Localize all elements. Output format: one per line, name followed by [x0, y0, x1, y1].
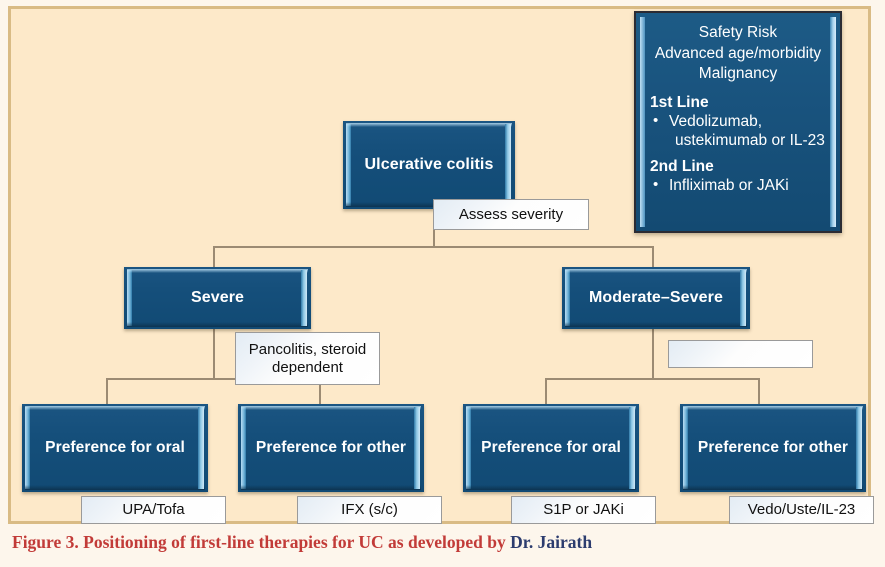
node-highlight-top — [25, 406, 205, 410]
connector-severe-down — [213, 327, 215, 379]
node-shadow-bottom — [25, 485, 205, 490]
label-vedo-uste-il23: Vedo/Uste/IL-23 — [729, 496, 874, 524]
node-shadow-bottom — [346, 202, 512, 207]
node-shadow-bottom — [466, 485, 636, 490]
connector-moderate-down — [652, 327, 654, 379]
node-label: Preference for oral — [45, 439, 185, 456]
node-highlight-top — [346, 123, 512, 127]
legend-list-item: • Vedolizumab, ustekimumab or IL-23 — [650, 111, 826, 151]
legend-safety-risk-box: Safety Risk Advanced age/morbidity Malig… — [634, 11, 842, 233]
label-moderate-blank — [668, 340, 813, 368]
label-pancolitis: Pancolitis, steroid dependent — [235, 332, 380, 385]
connector-moderate-left — [545, 378, 547, 404]
label-text: Pancolitis, steroid dependent — [248, 340, 367, 376]
legend-first-line-list: • Vedolizumab, ustekimumab or IL-23 — [650, 111, 826, 151]
legend-content: Safety Risk Advanced age/morbidity Malig… — [636, 13, 840, 196]
node-severe[interactable]: Severe — [124, 267, 311, 329]
node-label: Preference for other — [697, 439, 849, 456]
label-ifx-sc: IFX (s/c) — [297, 496, 442, 524]
bullet-icon: • — [653, 111, 659, 129]
node-label: Moderate–Severe — [588, 289, 723, 306]
node-highlight-top — [241, 406, 421, 410]
node-ulcerative-colitis[interactable]: Ulcerative colitis — [343, 121, 515, 209]
label-upa-tofa: UPA/Tofa — [81, 496, 226, 524]
legend-second-line-heading: 2nd Line — [650, 157, 714, 175]
label-text: UPA/Tofa — [122, 501, 185, 519]
connector-level1-bar — [213, 246, 654, 248]
node-severe-preference-oral[interactable]: Preference for oral — [22, 404, 208, 492]
node-label: Ulcerative colitis — [364, 156, 494, 173]
node-shadow-bottom — [241, 485, 421, 490]
legend-title: Safety Risk Advanced age/morbidity Malig… — [650, 23, 826, 85]
node-moderate-severe[interactable]: Moderate–Severe — [562, 267, 750, 329]
figure-caption-main: Figure 3. Positioning of first-line ther… — [12, 532, 511, 552]
connector-severe-bar — [106, 378, 321, 380]
node-highlight-top — [466, 406, 636, 410]
node-shadow-bottom — [565, 322, 747, 327]
node-highlight-top — [683, 406, 863, 410]
legend-item-text-cont: ustekimumab or IL-23 — [675, 131, 825, 149]
legend-first-line-heading: 1st Line — [650, 93, 709, 111]
connector-moderate-right — [758, 378, 760, 404]
label-s1p-or-jaki: S1P or JAKi — [511, 496, 656, 524]
node-severe-preference-other[interactable]: Preference for other — [238, 404, 424, 492]
legend-title-line2: Advanced age/morbidity — [654, 44, 822, 62]
connector-severe-left — [106, 378, 108, 404]
node-shadow-bottom — [683, 485, 863, 490]
connector-to-severe — [213, 246, 215, 267]
connector-moderate-bar — [545, 378, 760, 380]
label-text: Assess severity — [458, 205, 564, 223]
node-moderate-preference-other[interactable]: Preference for other — [680, 404, 866, 492]
figure-caption: Figure 3. Positioning of first-line ther… — [12, 532, 872, 553]
node-label: Severe — [190, 289, 245, 306]
bullet-icon: • — [653, 175, 659, 193]
connector-to-moderate — [652, 246, 654, 267]
label-text: IFX (s/c) — [341, 501, 398, 519]
legend-list-item: • Infliximab or JAKi — [650, 175, 826, 196]
legend-item-text: Vedolizumab, — [669, 112, 763, 130]
label-assess-severity: Assess severity — [433, 199, 589, 230]
label-text: Vedo/Uste/IL-23 — [747, 501, 856, 519]
node-label: Preference for other — [255, 439, 407, 456]
label-text: S1P or JAKi — [543, 501, 624, 519]
legend-item-text: Infliximab or JAKi — [669, 176, 789, 194]
figure-caption-author: Dr. Jairath — [510, 532, 593, 552]
node-moderate-preference-oral[interactable]: Preference for oral — [463, 404, 639, 492]
connector-severe-right — [319, 378, 321, 404]
node-label: Preference for oral — [481, 439, 621, 456]
legend-title-line3: Malignancy — [698, 65, 778, 83]
legend-title-line1: Safety Risk — [698, 24, 778, 41]
node-highlight-top — [565, 269, 747, 273]
node-shadow-bottom — [127, 322, 308, 327]
legend-second-line-list: • Infliximab or JAKi — [650, 175, 826, 196]
node-highlight-top — [127, 269, 308, 273]
